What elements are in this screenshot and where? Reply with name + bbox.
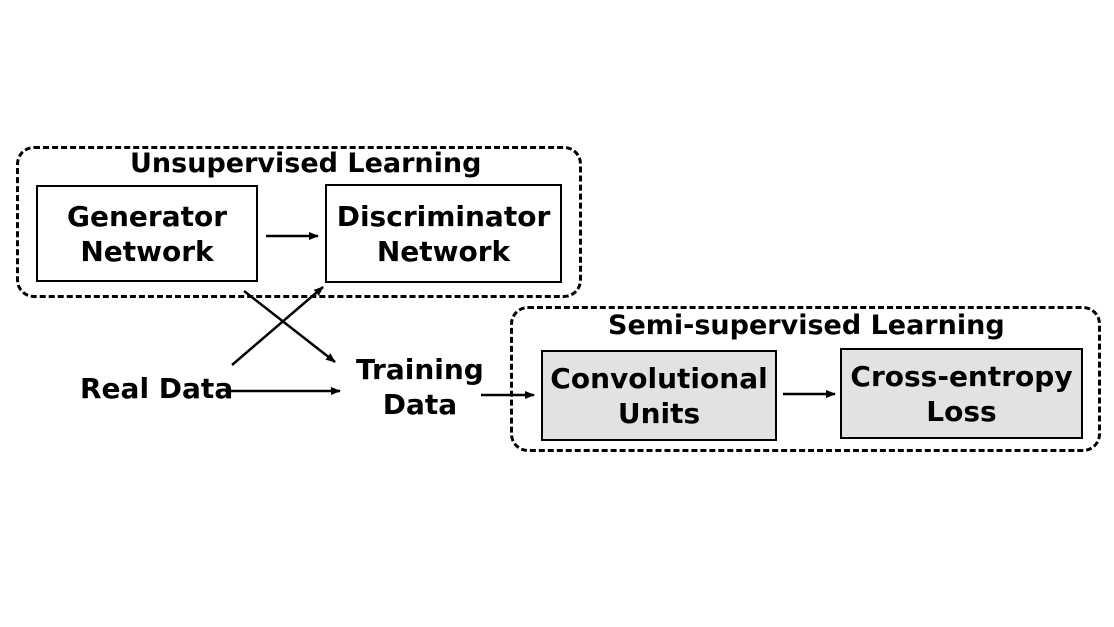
training-data-line2: Data — [382, 388, 458, 421]
discriminator-line1: Discriminator — [336, 199, 551, 233]
cross-entropy-loss-node: Cross-entropy Loss — [840, 348, 1083, 439]
ce-loss-line1: Cross-entropy — [850, 359, 1073, 393]
conv-units-line1: Convolutional — [550, 361, 768, 395]
training-data-label: Training Data — [356, 352, 484, 422]
semi-supervised-learning-title: Semi-supervised Learning — [604, 312, 1009, 339]
generator-network-node: Generator Network — [36, 185, 258, 282]
semi-supervised-learning-group — [510, 306, 1101, 452]
conv-units-line2: Units — [617, 396, 701, 430]
edge-generator-to-training-data — [243, 290, 336, 363]
generator-line2: Network — [80, 234, 214, 268]
discriminator-line2: Network — [376, 234, 511, 268]
unsupervised-learning-group — [16, 146, 582, 298]
unsupervised-learning-title: Unsupervised Learning — [126, 150, 486, 177]
training-data-line1: Training — [356, 353, 484, 386]
generator-line1: Generator — [66, 199, 228, 233]
real-data-label: Real Data — [80, 372, 234, 405]
edge-real-data-to-discriminator — [231, 286, 324, 366]
convolutional-units-node: Convolutional Units — [541, 350, 777, 441]
discriminator-network-node: Discriminator Network — [325, 184, 562, 283]
ce-loss-line2: Loss — [926, 394, 997, 428]
